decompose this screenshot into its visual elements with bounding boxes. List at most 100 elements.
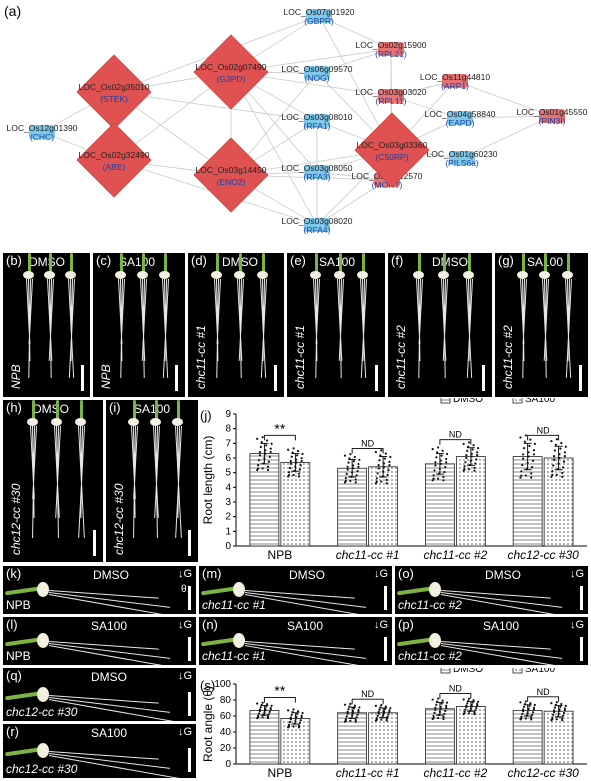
data-point bbox=[554, 443, 558, 446]
genotype-label: chc11-cc #1 bbox=[202, 598, 266, 612]
scale-bar bbox=[93, 530, 96, 556]
data-point bbox=[389, 455, 392, 459]
y-tick-label: 0 bbox=[225, 759, 231, 770]
seedling-shoot bbox=[315, 253, 318, 275]
seed bbox=[27, 418, 38, 426]
bar-sa100 bbox=[280, 718, 311, 765]
node-name: (NOG) bbox=[304, 73, 329, 83]
node-name: (EAPD) bbox=[446, 118, 475, 128]
y-axis-label: Root length (cm) bbox=[201, 436, 215, 525]
network-node[interactable]: LOC_Os06g09570(NOG) bbox=[282, 64, 353, 83]
seed bbox=[51, 418, 62, 426]
significance-bracket bbox=[263, 434, 296, 441]
data-point bbox=[383, 707, 387, 711]
network-node[interactable]: LOC_Os03g08050(RFA3) bbox=[282, 163, 353, 182]
network-node[interactable]: LOC_Os12g01390(CHC) bbox=[7, 123, 78, 142]
data-point bbox=[380, 449, 383, 452]
y-tick-label: 5 bbox=[225, 468, 231, 479]
photo-panel-i: (i) SA100 chc12-cc #30 bbox=[106, 400, 198, 562]
data-point bbox=[351, 467, 355, 470]
root-angle-chart: (s)Root angle (θ)020406080100**NPBNDchc1… bbox=[200, 668, 587, 780]
network-node[interactable]: LOC_Os01g60230(PILS6a) bbox=[427, 149, 498, 168]
panel-label-a: (a) bbox=[4, 3, 21, 19]
data-point bbox=[345, 715, 348, 718]
data-point bbox=[377, 710, 380, 714]
data-point bbox=[388, 460, 391, 463]
network-node[interactable]: LOC_Os03g08010(RFA1) bbox=[282, 112, 353, 131]
network-node[interactable]: LOC_Os03g03360(C50RP) bbox=[354, 112, 430, 188]
network-node[interactable]: LOC_Os11g44810(ARP1) bbox=[420, 72, 491, 91]
seed bbox=[438, 271, 449, 279]
data-point bbox=[256, 702, 259, 705]
data-point bbox=[269, 447, 272, 450]
data-point bbox=[556, 468, 559, 471]
node-name: (CHC) bbox=[30, 132, 54, 142]
data-point bbox=[294, 465, 297, 468]
seed bbox=[413, 271, 424, 279]
bar-dmso bbox=[512, 456, 543, 547]
node-id: LOC_Os03g08020 bbox=[282, 216, 353, 226]
seedling-shoot bbox=[362, 253, 365, 275]
data-point bbox=[351, 709, 355, 713]
data-point bbox=[260, 441, 263, 444]
data-point bbox=[385, 478, 388, 482]
x-tick-label: chc12-cc #30 bbox=[507, 766, 579, 780]
gravity-arrow: ↓G bbox=[177, 568, 192, 580]
seed bbox=[463, 271, 474, 279]
scale-bar bbox=[375, 365, 378, 391]
data-point bbox=[269, 706, 272, 710]
root-length-chart: (j)Root length (cm)0123456789**NPBNDchc1… bbox=[200, 398, 587, 562]
data-point bbox=[297, 726, 301, 729]
photo-panel-f: (f) DMSO chc11-cc #2 bbox=[388, 253, 492, 397]
data-point bbox=[522, 705, 526, 708]
gravity-arrow: ↓G bbox=[569, 568, 584, 580]
data-point bbox=[563, 707, 567, 710]
diamond-node-shape bbox=[193, 34, 269, 110]
seed bbox=[310, 271, 321, 279]
data-point bbox=[256, 437, 259, 440]
data-point bbox=[344, 719, 347, 722]
data-point bbox=[527, 709, 530, 712]
legend-swatch bbox=[512, 398, 523, 404]
x-tick-label: chc11-cc #1 bbox=[336, 766, 400, 780]
legend-label: SA100 bbox=[525, 398, 555, 405]
network-node[interactable]: LOC_Os02g32490(ABE) bbox=[76, 122, 152, 198]
seedling-shoot bbox=[4, 691, 40, 700]
network-node[interactable]: LOC_Os04g58840(EAPD) bbox=[425, 109, 496, 128]
data-point bbox=[296, 710, 300, 713]
node-id: LOC_Os02g35010 bbox=[79, 82, 150, 92]
genotype-label: chc12-cc #30 bbox=[6, 705, 78, 719]
data-point bbox=[348, 457, 351, 460]
data-point bbox=[445, 704, 448, 707]
data-point bbox=[473, 466, 476, 469]
data-point bbox=[550, 475, 553, 478]
network-node[interactable]: LOC_Os03g14450(ENO2) bbox=[193, 137, 269, 213]
data-point bbox=[550, 440, 553, 443]
data-point bbox=[473, 712, 476, 716]
data-point bbox=[441, 449, 444, 452]
data-point bbox=[298, 468, 301, 471]
network-node[interactable]: LOC_Os02g15900(RPL21) bbox=[356, 40, 427, 59]
data-point bbox=[437, 472, 441, 475]
network-node[interactable]: LOC_Os02g35010(STEK) bbox=[76, 54, 152, 130]
data-point bbox=[520, 474, 523, 477]
data-point bbox=[562, 466, 565, 469]
data-point bbox=[292, 473, 295, 477]
photo-panel-g: (g) SA100 chc11-cc #2 bbox=[495, 253, 588, 397]
network-node[interactable]: LOC_Os03g08020(RFA4) bbox=[282, 216, 353, 235]
network-node[interactable]: LOC_Os07g01920(GBPR) bbox=[284, 7, 355, 26]
data-point bbox=[531, 713, 534, 716]
data-point bbox=[264, 709, 267, 712]
network-node[interactable]: LOC_Os01g45550(PIN3I) bbox=[517, 107, 588, 126]
data-point bbox=[295, 717, 298, 720]
photo-panel-k: (k) DMSO ↓G θ NPB bbox=[3, 566, 196, 614]
data-point bbox=[349, 719, 352, 722]
network-node[interactable]: LOC_Os03g03020(RPL11) bbox=[356, 87, 427, 106]
data-point bbox=[519, 476, 522, 479]
network-node[interactable]: LOC_Os02g07490(G3PD) bbox=[193, 34, 269, 110]
data-point bbox=[289, 718, 292, 721]
scale-bar bbox=[188, 748, 191, 772]
data-point bbox=[262, 713, 265, 717]
data-point bbox=[466, 702, 469, 705]
bar-dmso bbox=[249, 710, 280, 765]
